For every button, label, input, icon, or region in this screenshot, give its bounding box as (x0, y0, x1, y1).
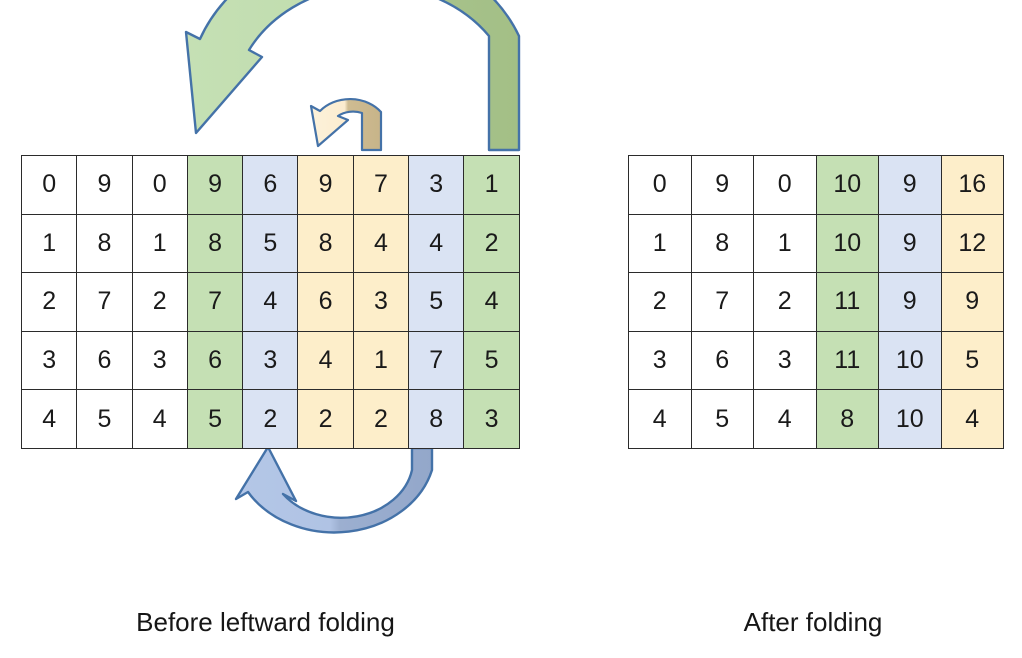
before-matrix-cell: 8 (186, 213, 244, 274)
before-matrix-cell: 4 (352, 213, 410, 274)
before-matrix-cell: 2 (463, 213, 520, 274)
before-matrix-cell: 5 (408, 272, 465, 332)
before-matrix-cell: 1 (131, 213, 188, 274)
after-matrix-cell: 4 (628, 389, 692, 449)
after-matrix-cell: 10 (878, 330, 942, 391)
after-matrix-cell: 16 (940, 155, 1004, 215)
before-matrix-cell: 0 (20, 155, 78, 215)
after-matrix-cell: 11 (815, 330, 879, 391)
before-matrix-cell: 1 (20, 213, 78, 274)
after-matrix-cell: 9 (878, 272, 942, 332)
before-matrix-cell: 4 (131, 389, 188, 449)
before-matrix-cell: 5 (76, 389, 133, 449)
before-matrix-cell: 5 (186, 389, 244, 449)
after-matrix-cell: 3 (753, 330, 817, 391)
before-matrix-cell: 7 (352, 155, 410, 215)
before-matrix-cell: 2 (242, 389, 299, 449)
after-matrix-cell: 8 (815, 389, 879, 449)
before-matrix-cell: 3 (463, 389, 520, 449)
after-matrix-cell: 4 (753, 389, 817, 449)
before-matrix-cell: 6 (242, 155, 299, 215)
before-matrix-cell: 7 (76, 272, 133, 332)
before-matrix-cell: 1 (352, 330, 410, 391)
before-matrix-cell: 8 (408, 389, 465, 449)
before-matrix-cell: 4 (20, 389, 78, 449)
before-matrix-cell: 2 (131, 272, 188, 332)
after-matrix-cell: 9 (940, 272, 1004, 332)
after-matrix-cell: 2 (753, 272, 817, 332)
after-matrix-cell: 5 (940, 330, 1004, 391)
after-matrix-cell: 9 (878, 155, 942, 215)
before-matrix-cell: 6 (297, 272, 354, 332)
after-matrix-cell: 4 (940, 389, 1004, 449)
before-matrix-cell: 8 (297, 213, 354, 274)
before-matrix-cell: 2 (297, 389, 354, 449)
after-matrix-cell: 0 (628, 155, 692, 215)
after-matrix-cell: 3 (628, 330, 692, 391)
before-folding-caption: Before leftward folding (136, 607, 395, 637)
after-matrix-cell: 7 (690, 272, 754, 332)
after-matrix-cell: 11 (815, 272, 879, 332)
before-matrix-cell: 3 (408, 155, 465, 215)
after-matrix-cell: 2 (628, 272, 692, 332)
after-matrix-cell: 1 (628, 213, 692, 274)
blue-fold-arrow (234, 445, 434, 534)
yellow-fold-arrow (309, 97, 383, 152)
before-matrix-cell: 3 (131, 330, 188, 391)
after-matrix-cell: 9 (878, 213, 942, 274)
before-matrix-cell: 5 (242, 213, 299, 274)
before-matrix-cell: 3 (20, 330, 78, 391)
after-matrix-cell: 10 (878, 389, 942, 449)
before-matrix-cell: 3 (242, 330, 299, 391)
before-matrix-cell: 8 (76, 213, 133, 274)
after-matrix-cell: 9 (690, 155, 754, 215)
before-matrix-cell: 7 (186, 272, 244, 332)
before-matrix-cell: 3 (352, 272, 410, 332)
before-matrix-cell: 6 (186, 330, 244, 391)
before-matrix-cell: 9 (76, 155, 133, 215)
before-matrix-cell: 9 (297, 155, 354, 215)
before-matrix-cell: 4 (408, 213, 465, 274)
after-matrix-cell: 10 (815, 213, 879, 274)
green-fold-arrow (184, 0, 521, 152)
before-matrix-cell: 2 (20, 272, 78, 332)
after-matrix-cell: 1 (753, 213, 817, 274)
before-matrix-cell: 7 (408, 330, 465, 391)
after-matrix-cell: 12 (940, 213, 1004, 274)
before-matrix-cell: 9 (186, 155, 244, 215)
after-matrix-cell: 10 (815, 155, 879, 215)
before-matrix-cell: 4 (463, 272, 520, 332)
before-matrix-cell: 4 (242, 272, 299, 332)
before-matrix-cell: 1 (463, 155, 520, 215)
after-matrix-cell: 0 (753, 155, 817, 215)
after-matrix-cell: 6 (690, 330, 754, 391)
after-matrix-cell: 8 (690, 213, 754, 274)
before-matrix-cell: 5 (463, 330, 520, 391)
before-matrix-cell: 0 (131, 155, 188, 215)
after-matrix-cell: 5 (690, 389, 754, 449)
before-matrix-cell: 2 (352, 389, 410, 449)
before-matrix-cell: 6 (76, 330, 133, 391)
before-matrix-cell: 4 (297, 330, 354, 391)
after-folding-caption: After folding (743, 607, 883, 637)
